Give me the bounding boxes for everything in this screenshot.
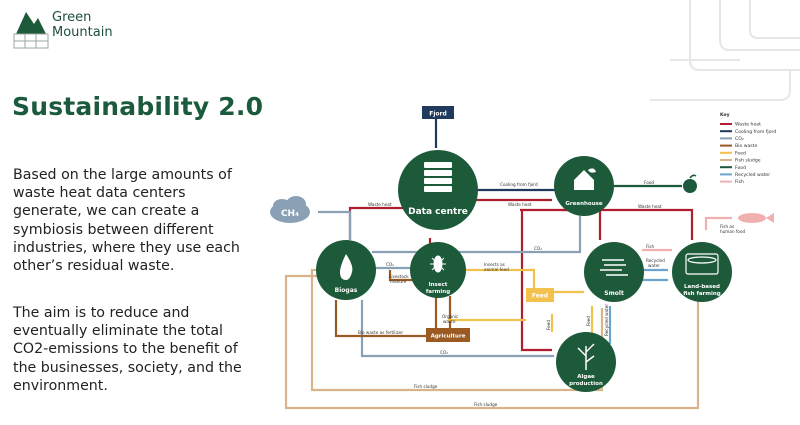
fish-tank-icon	[685, 253, 719, 275]
label-organic-2: waste	[443, 319, 456, 324]
smolt-label: Smolt	[604, 290, 624, 297]
ch4-cloud-icon	[270, 196, 310, 223]
flow-fish-sludge-2	[284, 274, 700, 410]
algae-label-1: Algae	[577, 374, 595, 380]
label-recycled-2: water	[648, 263, 660, 268]
datacentre-label: Data centre	[408, 207, 468, 217]
label-recycled-vertical: Recycled water	[604, 304, 609, 336]
algae-label-2: production	[569, 381, 603, 387]
flow-livestock	[388, 270, 414, 282]
brand-name: Green Mountain	[52, 10, 113, 40]
algae-icon	[577, 343, 595, 370]
key-label-8: Fish	[735, 179, 744, 185]
biogas-label: Biogas	[335, 287, 358, 294]
brand-line-1: Green	[52, 10, 92, 25]
fish-school-icon	[600, 259, 628, 276]
fjord-node	[422, 106, 454, 119]
label-food: Food	[644, 180, 654, 185]
flow-waste-heat-biogas	[348, 206, 412, 240]
label-livestock-1: Livestock	[389, 274, 409, 279]
green-mountain-logo	[13, 12, 49, 49]
label-insects-feed-1: Insects as	[484, 262, 505, 267]
feed-label: Feed	[532, 293, 548, 300]
key-label-3: Bio waste	[735, 143, 757, 149]
label-cooling-from-fjord: Cooling from fjord	[500, 182, 538, 187]
smolt-node	[584, 242, 644, 302]
flow-insect-feed	[462, 268, 536, 288]
label-co2-mid: CO₂	[534, 246, 542, 251]
flow-co2-greenhouse	[372, 216, 582, 254]
brand-line-2: Mountain	[52, 25, 113, 40]
symbiosis-diagram: Fjord CH₄ Data centre Greenhouse Biogas …	[270, 106, 776, 410]
page-title: Sustainability 2.0	[12, 92, 264, 121]
label-co2-left: CO₂	[386, 262, 394, 267]
label-fish-sludge-2: Fish sludge	[474, 402, 498, 407]
label-waste-heat-right: Waste heat	[638, 204, 662, 209]
insect-icon	[430, 255, 446, 273]
house-leaf-icon	[574, 168, 596, 190]
label-bio-fertilizer: Bio waste as fertilizer	[358, 330, 403, 335]
intro-paragraph: Based on the large amounts of waste heat…	[13, 167, 240, 275]
label-waste-heat-mid: Waste heat	[508, 202, 532, 207]
key-label-2: CO₂	[735, 136, 744, 142]
decorative-lines	[650, 0, 800, 101]
label-insects-feed-2: animal feed	[484, 267, 509, 272]
flow-waste-heat-right	[562, 208, 694, 240]
flow-co2-bottom	[360, 300, 554, 358]
landfish-node	[672, 242, 732, 302]
key-label-6: Food	[735, 165, 746, 171]
label-livestock-2: manure	[390, 279, 407, 284]
label-organic-1: Organic	[442, 314, 459, 319]
aim-paragraph: The aim is to reduce and eventually elim…	[13, 305, 242, 394]
insect-label-1: Insect	[429, 282, 448, 288]
agriculture-node	[426, 328, 470, 342]
server-rack-icon	[424, 162, 452, 192]
key-label-0: Waste heat	[735, 122, 761, 128]
greenhouse-label: Greenhouse	[565, 201, 602, 207]
feed-node	[526, 288, 554, 302]
key-label-5: Fish sludge	[735, 158, 761, 164]
label-waste-heat-left: Waste heat	[368, 202, 392, 207]
flow-co2-ch4	[318, 210, 352, 240]
apple-icon	[683, 174, 697, 193]
label-recycled-1: Recycled	[646, 258, 665, 263]
landfish-label-2: fish farming	[683, 291, 721, 297]
landfish-label-1: Land-based	[684, 284, 720, 290]
insect-label-2: farming	[426, 289, 450, 295]
label-fish-human-1: Fish as	[720, 224, 734, 229]
agriculture-label: Agriculture	[431, 334, 466, 340]
flow-bio-fertilizer	[334, 300, 432, 338]
fjord-label: Fjord	[429, 111, 447, 118]
key-label-7: Recycled water	[735, 172, 770, 178]
ch4-label: CH₄	[281, 209, 299, 219]
label-co2-bottom: CO₂	[440, 350, 448, 355]
label-fish-sludge-1: Fish sludge	[414, 384, 438, 389]
key-title: Key	[720, 112, 730, 118]
key-label-4: Feed	[735, 150, 746, 156]
flame-drop-icon	[340, 254, 353, 280]
label-feed-vertical-2: Feed	[586, 316, 591, 326]
label-fish-human-2: human food	[720, 229, 746, 234]
label-fish: Fish	[646, 244, 654, 249]
flow-fish-human	[704, 216, 732, 230]
key-label-1: Cooling from fjord	[735, 129, 776, 135]
flow-waste-heat-fish	[520, 210, 552, 352]
fish-icon	[738, 213, 774, 223]
mountain-logo-icon	[13, 12, 49, 49]
label-feed-vertical: Feed	[546, 320, 551, 330]
